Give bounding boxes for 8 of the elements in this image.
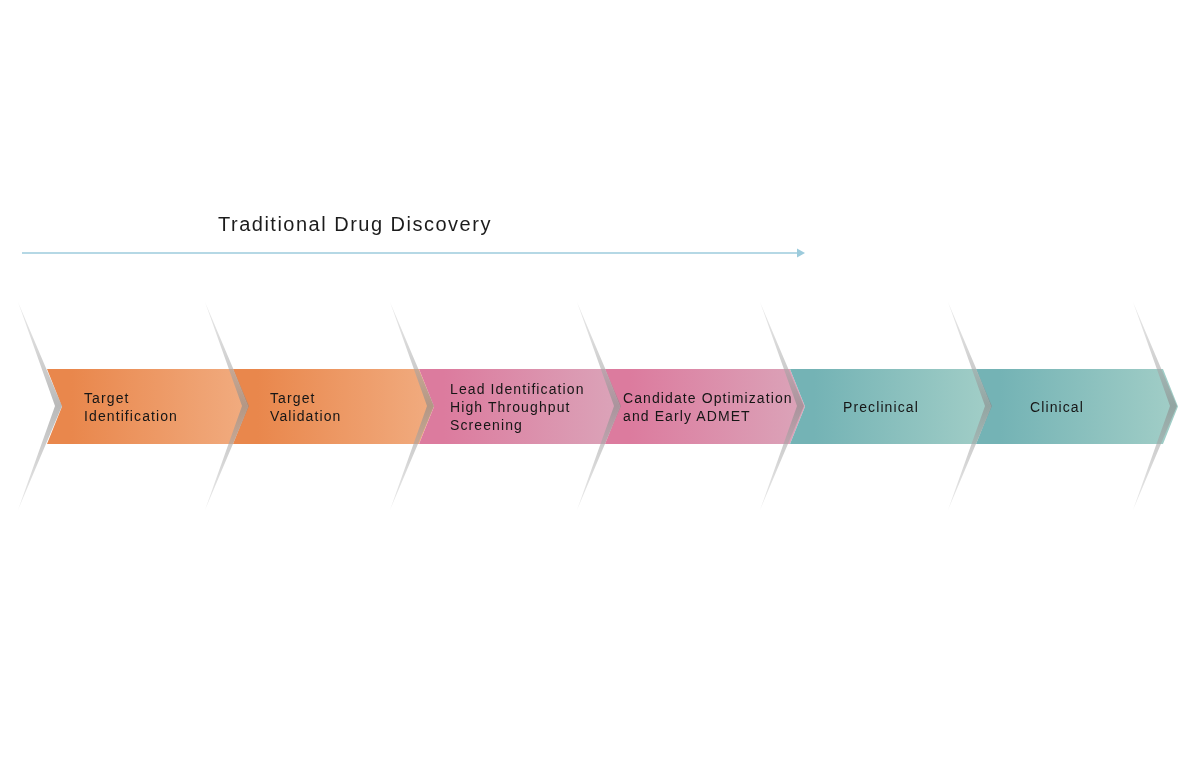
step-label: Target Identification [84,388,179,425]
step-label: Candidate Optimization and Early ADMET [623,388,794,425]
step-label: Clinical [1030,397,1084,416]
step-label: Lead Identification High Throughput Screening [450,379,586,434]
step-label: Target Validation [270,388,343,425]
timeline-label: Traditional Drug Discovery [218,212,492,236]
step-label: Preclinical [843,397,919,416]
process-step [976,369,1178,444]
